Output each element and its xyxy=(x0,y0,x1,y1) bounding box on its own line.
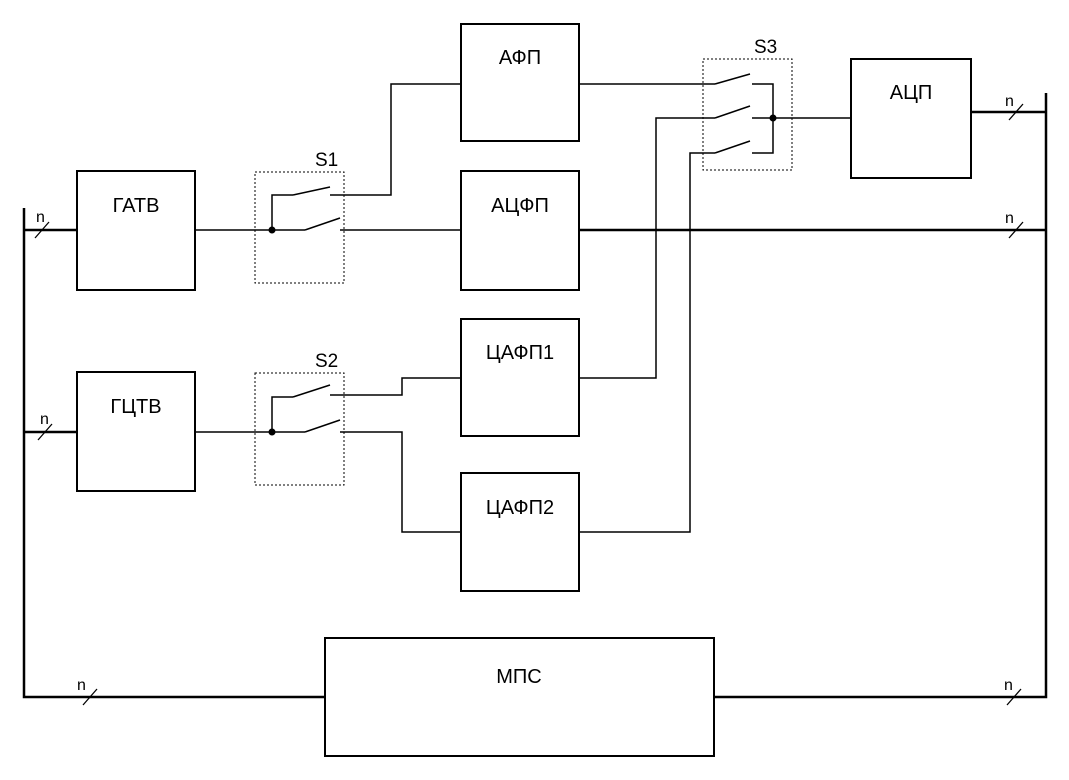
bus-lines xyxy=(22,93,1048,699)
block-acfp: АЦФП xyxy=(460,170,580,291)
s3-top-contact xyxy=(714,73,751,85)
block-cafp2-label: ЦАФП2 xyxy=(486,497,554,519)
junction-dots xyxy=(268,114,777,436)
switch-s2-label: S2 xyxy=(315,351,338,372)
s3-mid-contact xyxy=(714,105,751,119)
block-afp: АФП xyxy=(460,23,580,142)
block-gatv-label: ГАТВ xyxy=(113,195,160,217)
block-cafp1-label: ЦАФП1 xyxy=(486,342,554,364)
switch-s2-frame xyxy=(254,372,345,486)
s1-upper-contact xyxy=(292,186,331,196)
block-gctv-label: ГЦТВ xyxy=(110,396,161,418)
signal-wires xyxy=(195,73,851,533)
s2-upper-contact xyxy=(292,384,331,398)
block-afp-label: АФП xyxy=(499,47,541,69)
bus-label-mps-right: n xyxy=(1004,677,1013,694)
block-acp: АЦП xyxy=(850,58,972,179)
bus-width-labels: n n n n n n xyxy=(36,93,1014,694)
bus-label-gctv: n xyxy=(40,411,49,428)
bus-label-acfp: n xyxy=(1005,210,1014,227)
s2-junction-dot xyxy=(268,428,276,436)
switch-s1-label: S1 xyxy=(315,150,338,171)
s2-lower-contact xyxy=(304,419,341,433)
block-gctv: ГЦТВ xyxy=(76,371,196,492)
block-gatv: ГАТВ xyxy=(76,170,196,291)
switch-s3-frame xyxy=(702,58,793,171)
s1-lower-contact xyxy=(304,217,341,231)
block-cafp2: ЦАФП2 xyxy=(460,472,580,592)
bus-label-acp: n xyxy=(1005,93,1014,110)
bus-width-ticks xyxy=(34,103,1024,706)
block-mps-label: МПС xyxy=(496,666,541,688)
block-cafp1: ЦАФП1 xyxy=(460,318,580,437)
bus-label-mps-left: n xyxy=(77,677,86,694)
s3-junction-dot xyxy=(769,114,777,122)
block-mps: МПС xyxy=(324,637,715,757)
s1-junction-dot xyxy=(268,226,276,234)
switch-s3-label: S3 xyxy=(754,37,777,58)
switch-s1-frame xyxy=(254,171,345,284)
block-acfp-label: АЦФП xyxy=(491,195,549,217)
bus-label-gatv: n xyxy=(36,209,45,226)
s3-bottom-contact xyxy=(714,140,751,154)
block-acp-label: АЦП xyxy=(890,82,933,104)
